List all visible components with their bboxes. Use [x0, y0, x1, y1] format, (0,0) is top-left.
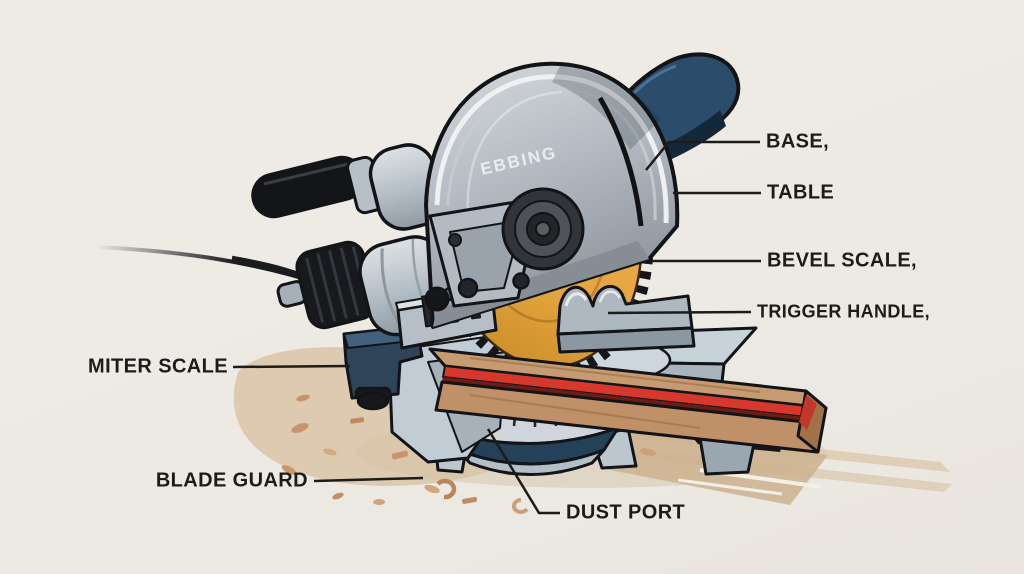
wood-board	[428, 347, 828, 454]
carry-grip	[251, 143, 444, 231]
leader-lines	[232, 140, 761, 515]
callout-blade-guard: BLADE GUARD	[155, 469, 308, 492]
callout-base: BASE,	[766, 130, 830, 153]
callout-trigger-handle: TRIGGER HANDLE,	[757, 301, 931, 322]
leader-blade-guard	[313, 476, 424, 483]
callout-table: TABLE	[767, 181, 835, 204]
leader-trigger-handle	[607, 310, 752, 315]
leader-miter-scale	[232, 364, 351, 369]
callout-bevel-scale: BEVEL SCALE,	[767, 249, 918, 272]
power-cord	[94, 245, 328, 288]
leader-dust-port	[486, 428, 560, 515]
callout-dust-port: DUST PORT	[566, 501, 686, 524]
fence-right	[556, 284, 696, 354]
arbor-hub	[501, 187, 585, 271]
callout-miter-scale: MITER SCALE	[88, 355, 228, 378]
leader-base	[645, 140, 760, 171]
